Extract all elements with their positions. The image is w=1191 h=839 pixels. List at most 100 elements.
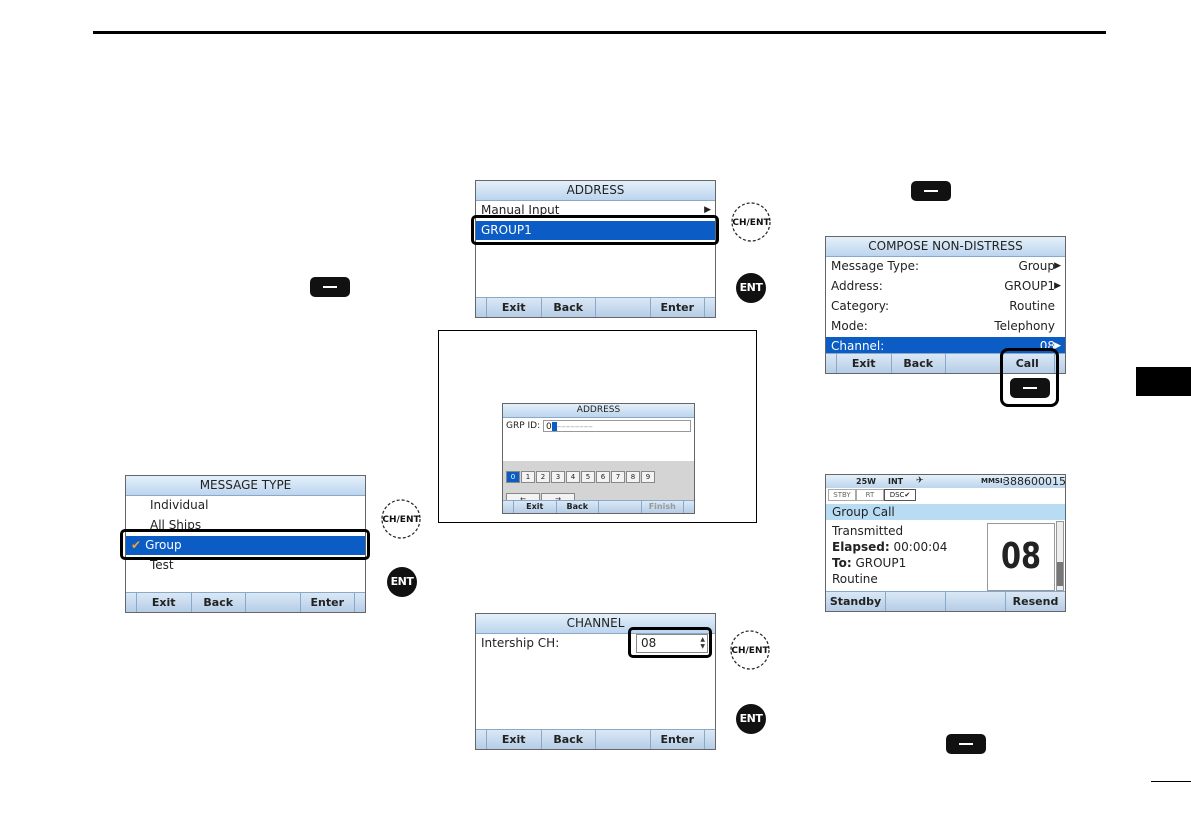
ch-ent-dial-icon: CH/ENT [381, 499, 421, 539]
tab-stby[interactable]: STBY [828, 489, 856, 501]
stepper-arrows-icon: ▲▼ [700, 636, 705, 650]
softkey-back[interactable]: Back [540, 730, 596, 749]
channel-display: 08 [987, 523, 1055, 591]
row-mode[interactable]: Mode: Telephony [831, 319, 1055, 333]
arrow-right-icon: ▶ [704, 205, 711, 215]
screen-title: MESSAGE TYPE [126, 476, 365, 496]
screen-title: ADDRESS [503, 404, 694, 418]
intership-ch-label: Intership CH: [481, 636, 560, 650]
int-indicator: INT [888, 477, 904, 486]
mmsi-label: MMSI: [981, 477, 1006, 485]
softkey-blank[interactable] [945, 592, 1005, 611]
call-details: Transmitted Elapsed: 00:00:04 To: GROUP1… [832, 524, 948, 586]
list-item-test[interactable]: Test [150, 558, 174, 572]
row-address[interactable]: Address: GROUP1▶ [826, 277, 1065, 296]
power-level: 25W [856, 477, 876, 486]
softkey-back[interactable]: Back [190, 593, 246, 612]
softkey-call[interactable]: Call [999, 354, 1055, 373]
softkey-blank[interactable] [595, 730, 650, 749]
softkey-minus-button[interactable] [946, 734, 986, 754]
key-3[interactable]: 3 [551, 471, 565, 483]
softkey-back[interactable]: Back [555, 501, 599, 513]
mmsi-value: 388600015 [1003, 475, 1066, 488]
softkey-blank[interactable] [945, 354, 1000, 373]
highlight-group [120, 529, 370, 560]
list-item-manual-input[interactable]: Manual Input▶ [476, 201, 715, 220]
ent-button[interactable]: ENT [387, 567, 417, 597]
key-9[interactable]: 9 [641, 471, 655, 483]
softkey-resend[interactable]: Resend [1005, 592, 1065, 611]
tab-dsc[interactable]: DSC✔ [884, 489, 916, 501]
softkey-exit[interactable]: Exit [513, 501, 556, 513]
softkey-minus-button[interactable] [1010, 378, 1050, 398]
softkey-bar: Exit Back Finish [503, 500, 694, 513]
softkey-bar: Standby Resend [826, 591, 1065, 611]
softkey-bar: Exit Back Enter [126, 592, 365, 612]
key-2[interactable]: 2 [536, 471, 550, 483]
softkey-minus-button[interactable] [911, 181, 951, 201]
softkey-finish[interactable]: Finish [640, 501, 684, 513]
tab-rt[interactable]: RT [856, 489, 884, 501]
key-4[interactable]: 4 [566, 471, 580, 483]
softkey-blank[interactable] [245, 593, 300, 612]
compose-screen: COMPOSE NON-DISTRESS Message Type: Group… [825, 236, 1066, 374]
row-category[interactable]: Category: Routine [831, 299, 1055, 313]
highlight-group1 [471, 215, 719, 245]
key-5[interactable]: 5 [581, 471, 595, 483]
ent-button[interactable]: ENT [736, 273, 766, 303]
channel-stepper[interactable]: 08 ▲▼ [636, 634, 708, 653]
group-call-header: Group Call [826, 504, 1065, 520]
page-number-rule [1151, 781, 1191, 782]
softkey-bar: Exit Back Call [826, 353, 1065, 373]
softkey-bar: Exit Back Enter [476, 729, 715, 749]
key-7[interactable]: 7 [611, 471, 625, 483]
ent-button[interactable]: ENT [736, 704, 766, 734]
grp-id-input[interactable]: 0–––––––– [543, 420, 691, 432]
softkey-exit[interactable]: Exit [136, 593, 191, 612]
gps-icon: ✈ [916, 476, 924, 486]
scrollbar[interactable] [1056, 521, 1064, 591]
softkey-enter[interactable]: Enter [299, 593, 355, 612]
highlight-call [1000, 348, 1059, 407]
list-item-group[interactable]: ✔Group [126, 536, 365, 555]
key-1[interactable]: 1 [521, 471, 535, 483]
softkey-back[interactable]: Back [540, 298, 596, 317]
grp-id-label: GRP ID: [506, 421, 541, 431]
softkey-blank[interactable] [598, 501, 641, 513]
screen-title: ADDRESS [476, 181, 715, 201]
message-type-screen: MESSAGE TYPE Individual All Ships ✔Group… [125, 475, 366, 613]
softkey-back[interactable]: Back [890, 354, 946, 373]
highlight-channel [628, 627, 712, 658]
key-8[interactable]: 8 [626, 471, 640, 483]
softkey-blank[interactable] [885, 592, 945, 611]
checkmark-icon: ✔ [131, 538, 142, 552]
softkey-minus-button[interactable] [310, 277, 350, 297]
manual-input-inset [438, 330, 757, 523]
softkey-exit[interactable]: Exit [486, 730, 541, 749]
softkey-standby[interactable]: Standby [829, 595, 882, 608]
softkey-exit[interactable]: Exit [486, 298, 541, 317]
list-item-all-ships[interactable]: All Ships [150, 518, 202, 532]
row-message-type[interactable]: Message Type: Group▶ [826, 257, 1065, 276]
list-item-individual[interactable]: Individual [150, 498, 209, 512]
softkey-enter[interactable]: Enter [649, 298, 705, 317]
softkey-enter[interactable]: Enter [649, 730, 705, 749]
list-item-group1[interactable]: GROUP1 [476, 221, 715, 240]
ch-ent-dial-icon: CH/ENT [730, 630, 770, 670]
softkey-blank[interactable] [595, 298, 650, 317]
key-0[interactable]: 0 [506, 471, 520, 483]
svg-text:CH/ENT: CH/ENT [382, 515, 420, 525]
softkey-exit[interactable]: Exit [836, 354, 891, 373]
svg-text:CH/ENT: CH/ENT [732, 218, 770, 228]
screen-title: COMPOSE NON-DISTRESS [826, 237, 1065, 257]
ch-ent-dial-icon: CH/ENT [731, 202, 771, 242]
softkey-bar: Exit Back Enter [476, 297, 715, 317]
arrow-right-icon: ▶ [1054, 341, 1061, 351]
address-screen: ADDRESS Manual Input▶ GROUP1 Exit Back E… [475, 180, 716, 318]
status-bar: 25W INT ✈ MMSI: 388600015 [826, 475, 1065, 488]
key-6[interactable]: 6 [596, 471, 610, 483]
svg-text:CH/ENT: CH/ENT [731, 646, 769, 656]
